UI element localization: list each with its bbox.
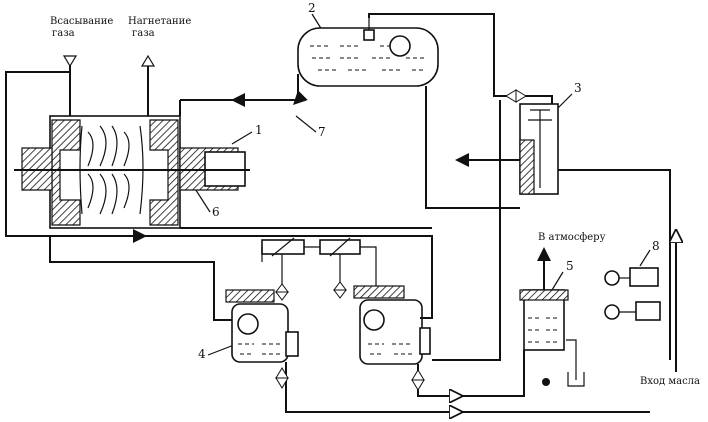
gas-discharge-nozzle (140, 54, 156, 116)
gas-suction-nozzle (62, 55, 78, 116)
heater-units (604, 267, 661, 321)
callout-8: 8 (652, 239, 660, 253)
callout-2: 2 (308, 1, 316, 15)
float-right (363, 309, 385, 331)
degassing-vessel (519, 247, 585, 387)
leader-1 (231, 131, 253, 145)
to-atmosphere-label: В атмосферу (538, 232, 606, 243)
leader-4 (207, 344, 235, 356)
callout-3: 3 (574, 81, 582, 95)
drain-point (542, 378, 550, 386)
filter-left (261, 237, 305, 257)
filter-right (319, 237, 361, 257)
oil-tank (297, 18, 439, 87)
svg-text:Всасывание: Всасывание (50, 16, 113, 27)
svg-text:газа: газа (132, 28, 155, 39)
valve-left-filter (275, 283, 289, 301)
float-chamber-right (353, 285, 431, 365)
oil-inlet-label: Вход масла (640, 376, 700, 387)
tank-float (389, 35, 411, 57)
svg-text:газа: газа (52, 28, 75, 39)
valve-left-drain (275, 367, 289, 389)
valve-top (505, 89, 527, 103)
centrifugal-compressor (14, 115, 250, 229)
valve-right-drain (411, 369, 425, 391)
float-left (237, 313, 259, 335)
gas-suction-label: Всасывание газа (50, 16, 113, 39)
float-chamber-left (225, 289, 299, 363)
leader-7 (295, 115, 317, 133)
pressure-regulator (519, 103, 559, 195)
leader-5 (551, 271, 564, 291)
valve-right-filter (333, 281, 347, 299)
svg-text:Нагнетание: Нагнетание (128, 16, 191, 27)
gas-discharge-label: Нагнетание газа (128, 16, 191, 39)
callout-7: 7 (318, 125, 326, 139)
callout-4: 4 (198, 347, 206, 361)
callout-1: 1 (255, 123, 263, 137)
callout-6: 6 (212, 205, 220, 219)
leader-8 (639, 249, 651, 267)
callout-5: 5 (566, 259, 574, 273)
leader-3 (557, 93, 573, 109)
